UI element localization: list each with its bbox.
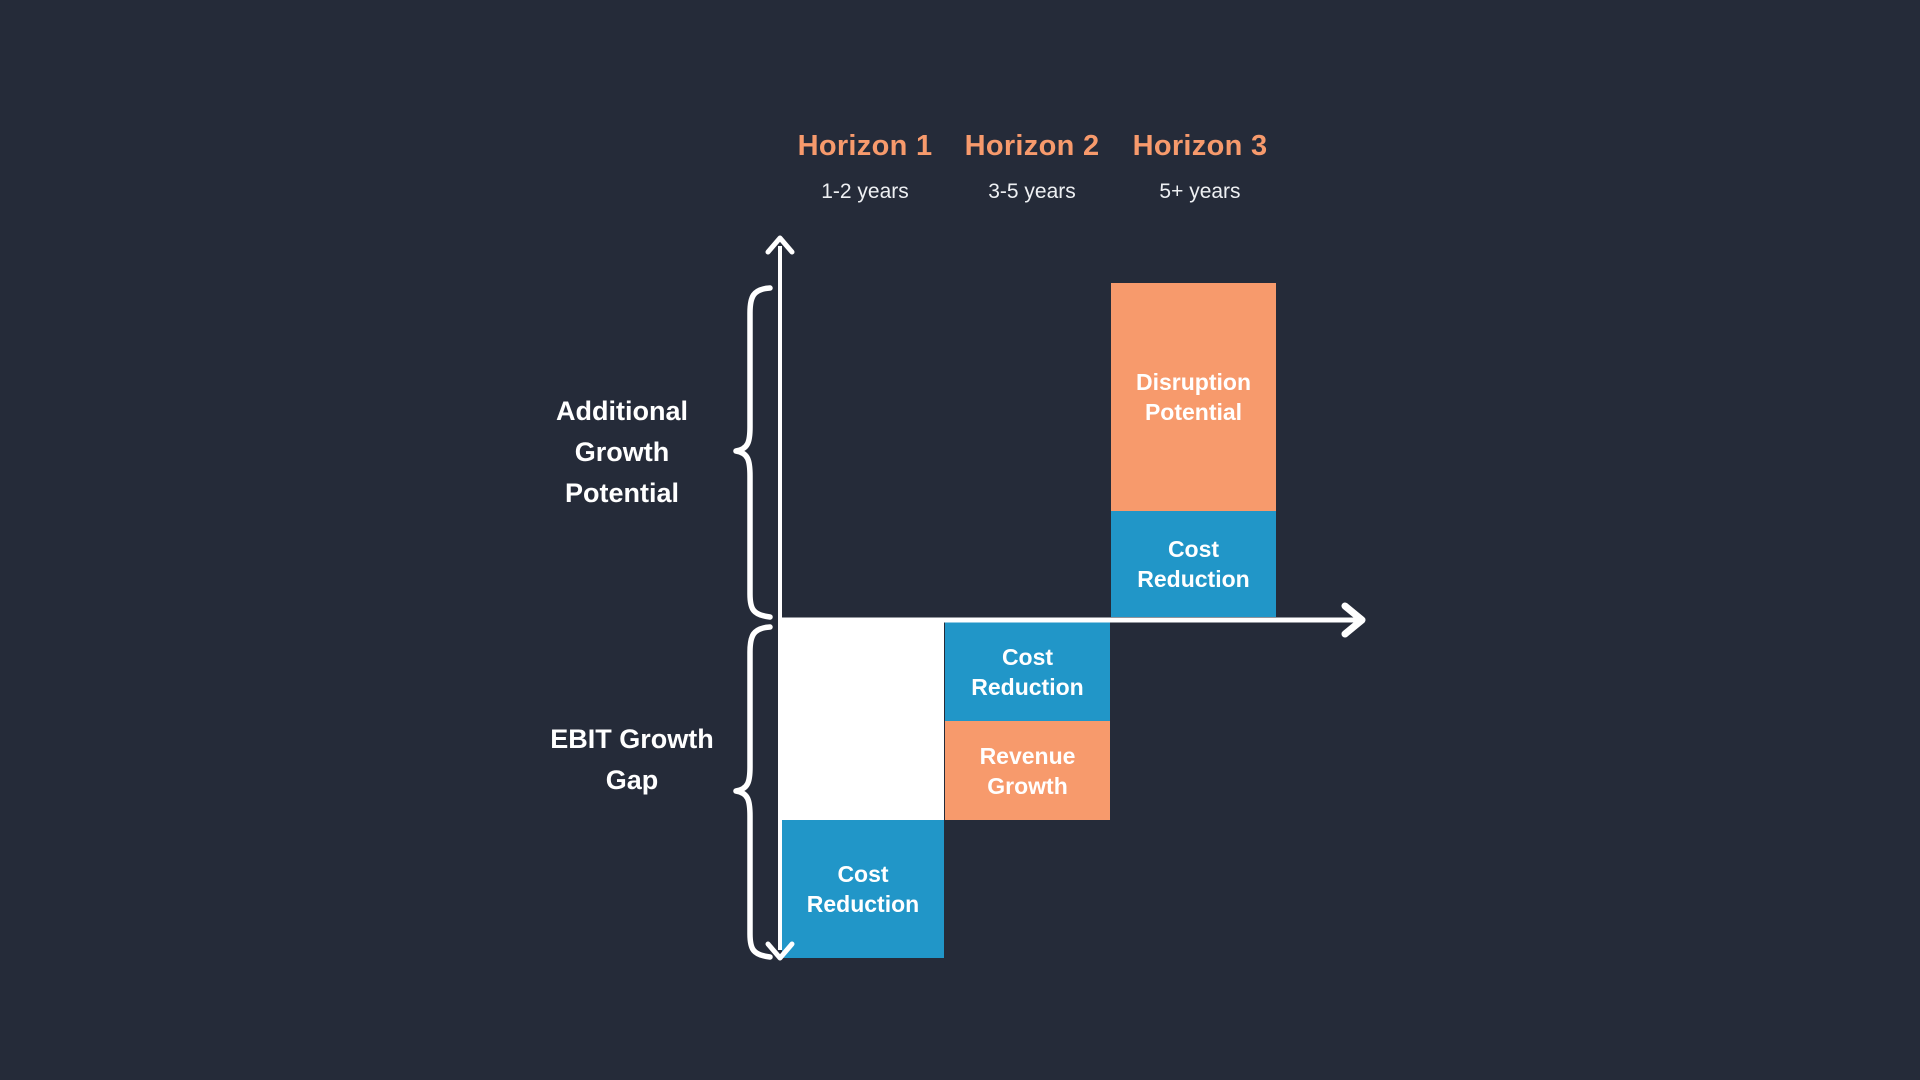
horizon-3-header: Horizon 3 5+ years [1112, 128, 1288, 205]
ebit-growth-gap-label: EBIT Growth Gap [550, 724, 714, 795]
horizon-1-title: Horizon 1 [797, 130, 933, 162]
additional-growth-brace [733, 285, 773, 620]
ebit-gap-brace [733, 624, 773, 960]
h3-cost-reduction-block: Cost Reduction [1111, 511, 1276, 617]
block-label: Disruption Potential [1136, 369, 1251, 425]
horizon-2-title: Horizon 2 [964, 130, 1100, 162]
horizon-2-period: 3-5 years [988, 180, 1076, 203]
h3-disruption-potential-block: Disruption Potential [1111, 283, 1276, 511]
block-label: Cost Reduction [1137, 536, 1250, 592]
block-label: Revenue Growth [979, 742, 1076, 799]
horizon-3-period: 5+ years [1159, 180, 1241, 203]
horizon-1-period: 1-2 years [821, 180, 909, 203]
x-axis-right-arrowhead-icon [1341, 602, 1366, 638]
h1-cost-reduction-block: Cost Reduction [782, 820, 944, 958]
horizon-1-header: Horizon 1 1-2 years [777, 128, 953, 205]
h2-cost-reduction-block: Cost Reduction [945, 622, 1110, 721]
block-label: Cost Reduction [971, 643, 1084, 700]
y-axis-up-arrowhead-icon [765, 235, 795, 255]
horizon-2-header: Horizon 2 3-5 years [944, 128, 1120, 205]
h2-revenue-growth-block: Revenue Growth [945, 721, 1110, 820]
horizon-3-title: Horizon 3 [1132, 130, 1268, 162]
h1-gap-block [782, 622, 944, 820]
block-label: Cost Reduction [806, 861, 920, 917]
additional-growth-potential-label: Additional Growth Potential [556, 396, 688, 508]
